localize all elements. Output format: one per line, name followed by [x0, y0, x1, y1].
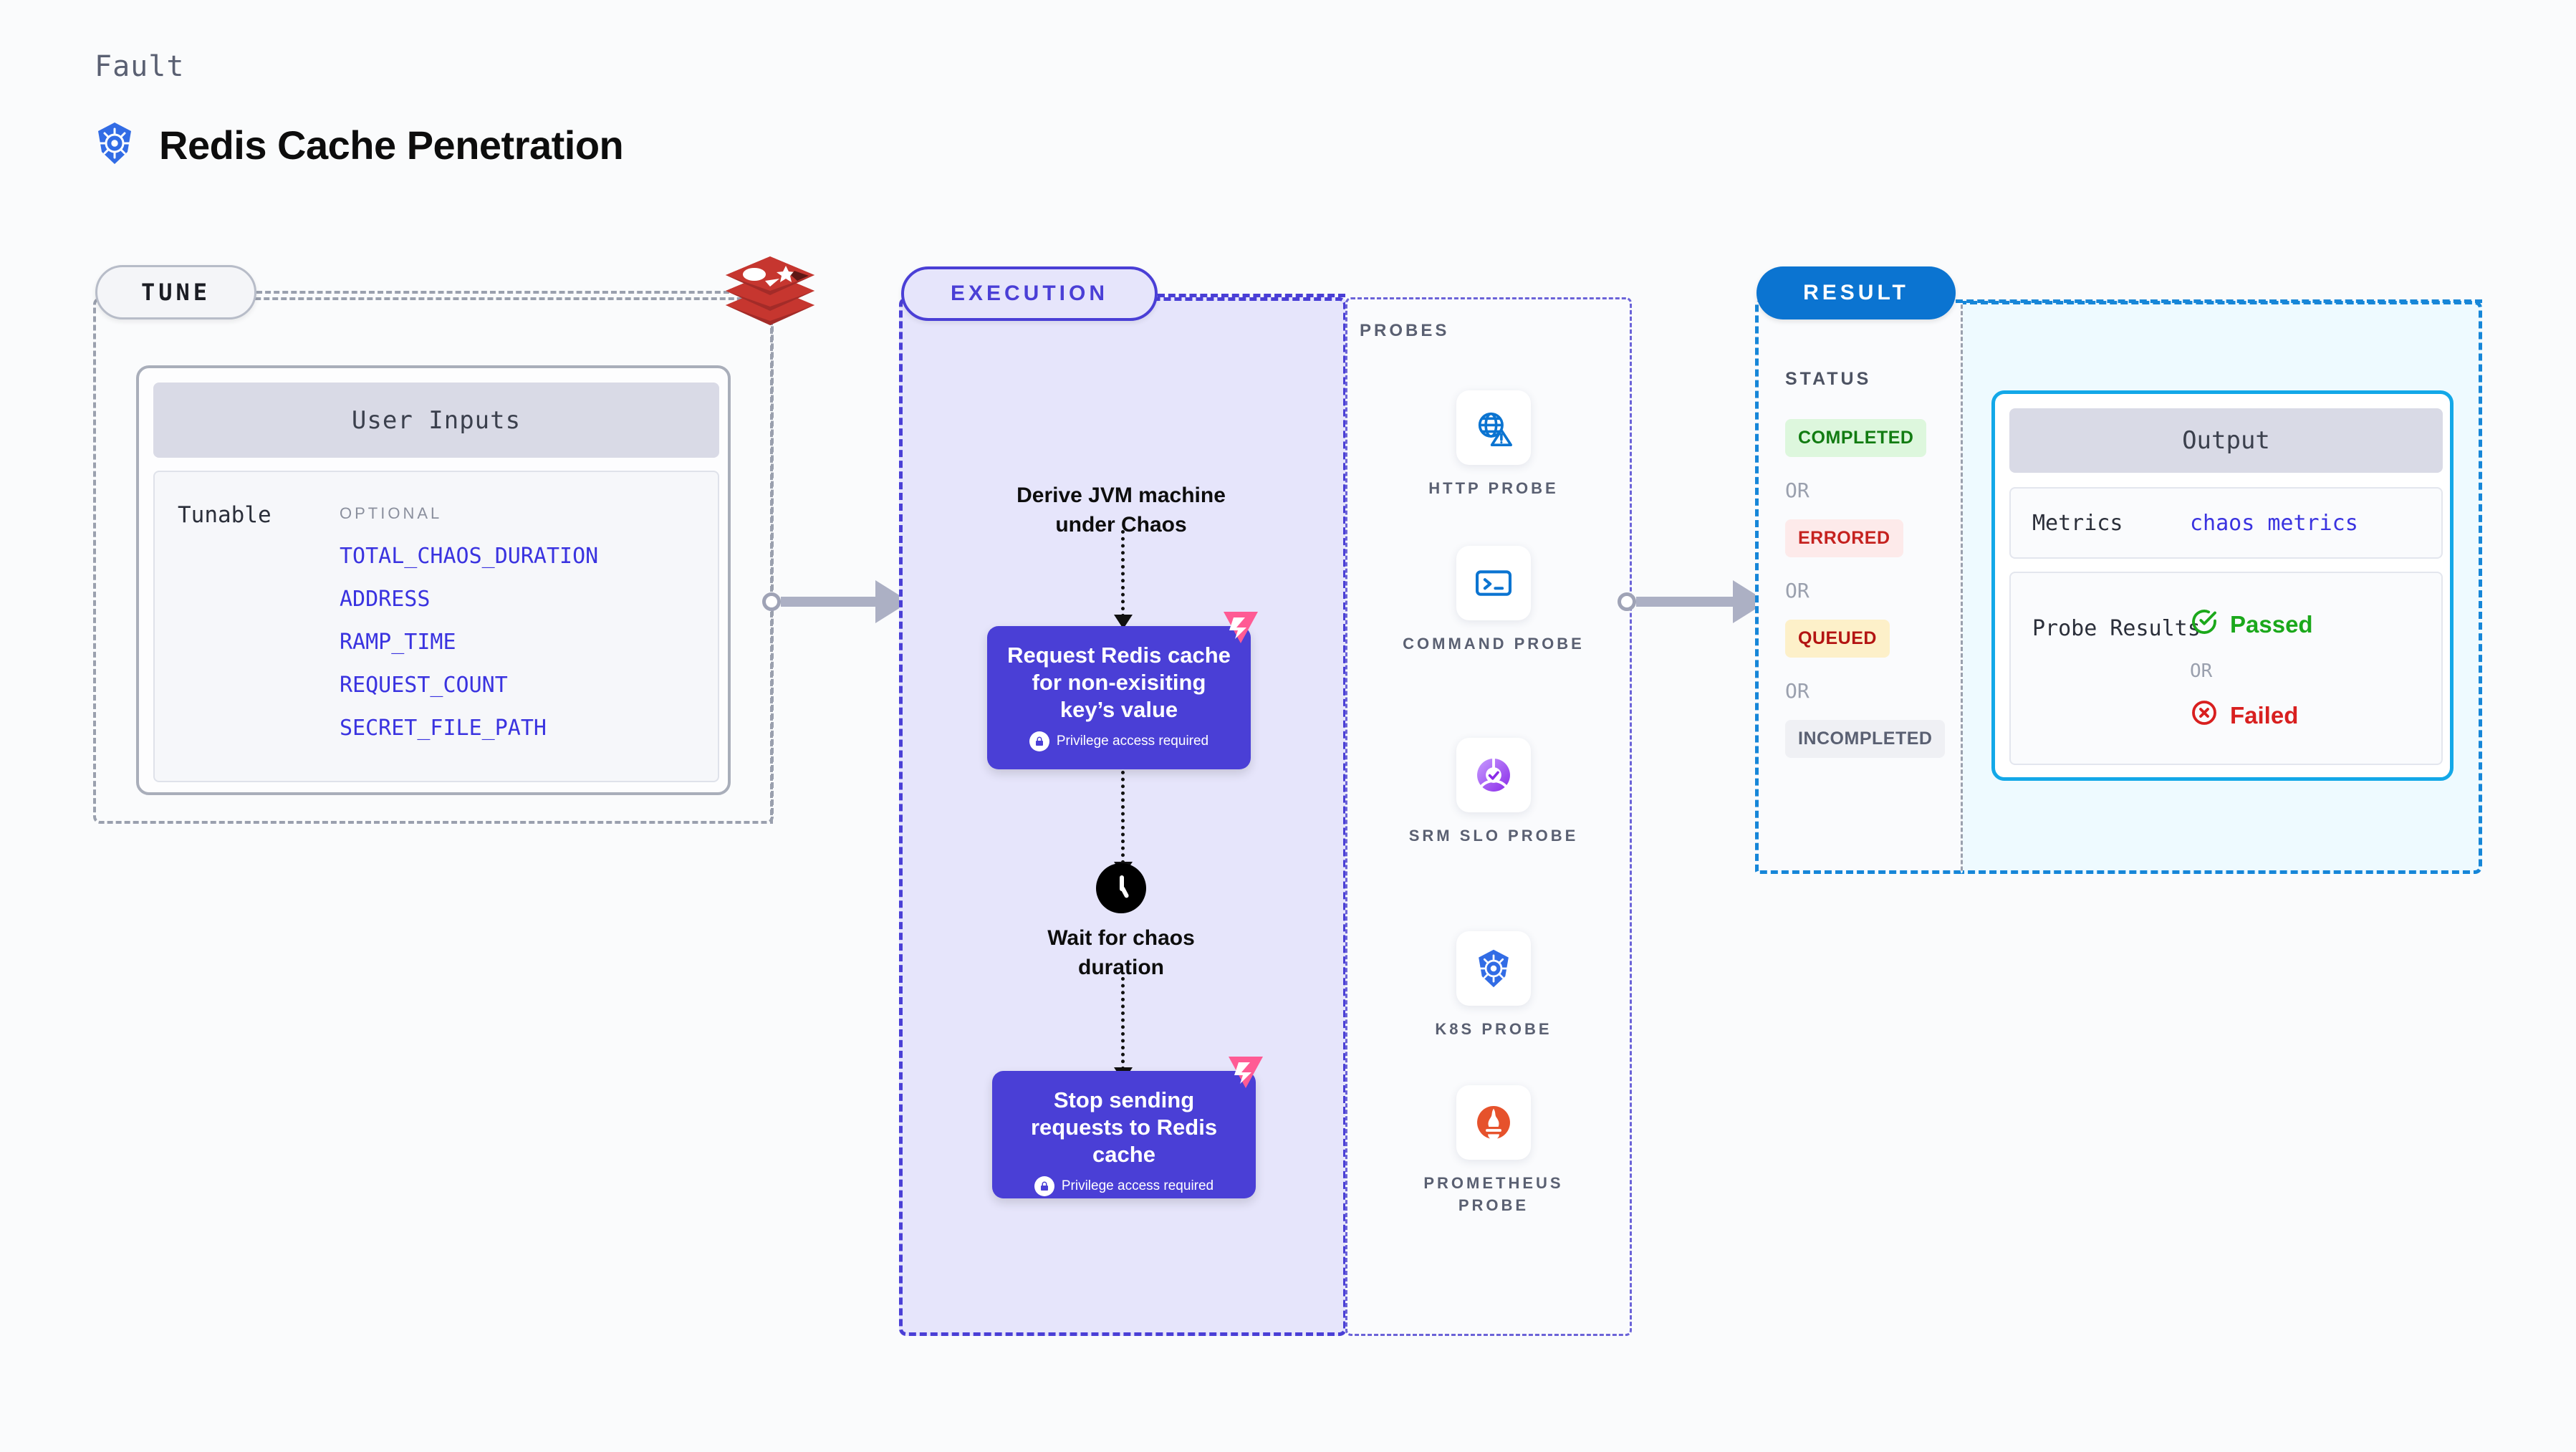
output-metrics-key: Metrics — [2032, 510, 2123, 536]
status-badge-incompleted: INCOMPLETED — [1785, 720, 1946, 758]
probe-result-or-label: OR — [2190, 660, 2213, 682]
result-status-section — [1755, 301, 1963, 874]
connector-bar — [1636, 597, 1733, 607]
probe-item-command[interactable]: COMMAND PROBE — [1400, 546, 1587, 655]
redis-connector-dash — [770, 294, 773, 824]
privilege-note-text: Privilege access required — [1056, 734, 1209, 749]
page-title-row: Redis Cache Penetration — [92, 120, 624, 170]
flow-arrowhead-1 — [1114, 615, 1133, 629]
probe-label: SRM SLO PROBE — [1408, 827, 1579, 845]
status-label: STATUS — [1785, 369, 1872, 389]
redis-logo — [720, 249, 820, 337]
tune-connector-dash — [256, 291, 738, 294]
status-badge-completed: COMPLETED — [1785, 419, 1927, 457]
output-metrics-row: Metrics chaos metrics — [2009, 487, 2443, 559]
tunable-label: Tunable — [178, 502, 271, 528]
lock-icon — [1029, 731, 1049, 752]
tunable-item[interactable]: REQUEST_COUNT — [340, 673, 508, 698]
lock-icon — [1034, 1176, 1054, 1197]
result-top-dash — [1956, 299, 2482, 303]
status-or-label: OR — [1785, 679, 1810, 703]
connector-bar — [781, 597, 875, 607]
privilege-note: Privilege access required — [992, 1176, 1256, 1197]
probe-label: PROMETHEUS PROBE — [1423, 1174, 1564, 1214]
srm-slo-icon — [1456, 738, 1531, 812]
privilege-note-text: Privilege access required — [1061, 1178, 1214, 1194]
connector-start-dot — [1618, 592, 1636, 611]
probe-result-passed: Passed — [2190, 607, 2313, 642]
check-circle-icon — [2190, 607, 2219, 642]
probe-item-http[interactable]: HTTP PROBE — [1400, 390, 1587, 500]
globe-warning-icon — [1456, 390, 1531, 465]
flow-dash-1 — [1121, 530, 1125, 617]
probe-item-k8s[interactable]: K8S PROBE — [1400, 931, 1587, 1041]
output-card: Output Metrics chaos metrics Probe Resul… — [1991, 390, 2454, 781]
tunable-item[interactable]: RAMP_TIME — [340, 630, 456, 655]
tunable-item[interactable]: TOTAL_CHAOS_DURATION — [340, 544, 599, 569]
kubernetes-icon — [1456, 931, 1531, 1006]
prometheus-icon — [1456, 1085, 1531, 1160]
output-metrics-value[interactable]: chaos metrics — [2190, 510, 2358, 536]
probes-label: PROBES — [1360, 321, 1450, 340]
execution-action-stop-requests[interactable]: Stop sending requests to Redis cache Pri… — [992, 1057, 1263, 1198]
execution-step-label-wait: Wait for chaos duration — [1047, 926, 1195, 979]
output-title: Output — [2009, 408, 2443, 473]
x-circle-icon — [2190, 698, 2219, 733]
execution-top-dash — [1158, 294, 1345, 297]
execution-action-title: Stop sending requests to Redis cache — [1030, 1087, 1218, 1167]
status-or-label: OR — [1785, 479, 1810, 502]
tunable-item[interactable]: ADDRESS — [340, 587, 431, 612]
execution-action-title: Request Redis cache for non-exisiting ke… — [1007, 643, 1231, 722]
terminal-icon — [1456, 546, 1531, 620]
page-title: Redis Cache Penetration — [159, 122, 624, 168]
flow-dash-3 — [1121, 977, 1125, 1070]
probe-result-passed-label: Passed — [2230, 611, 2313, 638]
execution-step-label-derive: Derive JVM machine under Chaos — [1017, 484, 1226, 537]
tunable-item[interactable]: SECRET_FILE_PATH — [340, 716, 547, 741]
optional-group-label: OPTIONAL — [340, 504, 443, 522]
output-probe-key: Probe Results — [2032, 616, 2201, 641]
execution-badge: EXECUTION — [901, 266, 1158, 321]
chaos-fault-badge-icon — [1221, 607, 1261, 648]
user-inputs-card: User Inputs Tunable OPTIONAL TOTAL_CHAOS… — [136, 365, 731, 795]
output-probe-results-row: Probe Results Passed OR Failed — [2009, 572, 2443, 765]
tune-badge: TUNE — [95, 265, 256, 319]
chaos-fault-badge-icon — [1226, 1052, 1266, 1092]
tunable-list: TOTAL_CHAOS_DURATION ADDRESS RAMP_TIME R… — [340, 544, 598, 741]
user-inputs-body: Tunable OPTIONAL TOTAL_CHAOS_DURATION AD… — [153, 471, 719, 782]
execution-action-request-redis[interactable]: Request Redis cache for non-exisiting ke… — [987, 612, 1258, 769]
connector-start-dot — [762, 592, 781, 611]
probe-label: COMMAND PROBE — [1403, 635, 1585, 653]
probe-result-failed: Failed — [2190, 698, 2298, 733]
status-or-label: OR — [1785, 579, 1810, 602]
flow-dash-2 — [1121, 771, 1125, 864]
status-badge-errored: ERRORED — [1785, 519, 1903, 557]
user-inputs-title: User Inputs — [153, 383, 719, 458]
clock-icon — [1096, 863, 1146, 913]
probe-label: K8S PROBE — [1435, 1020, 1552, 1038]
page-eyebrow: Fault — [95, 50, 185, 83]
probes-section — [1345, 297, 1632, 1336]
probe-result-failed-label: Failed — [2230, 702, 2299, 729]
kubernetes-icon — [92, 120, 138, 170]
probe-item-prometheus[interactable]: PROMETHEUS PROBE — [1400, 1085, 1587, 1217]
status-badge-queued: QUEUED — [1785, 620, 1890, 658]
connector-tune-to-execution — [762, 580, 921, 623]
probe-label: HTTP PROBE — [1428, 479, 1559, 497]
privilege-note: Privilege access required — [987, 731, 1251, 752]
result-badge: RESULT — [1756, 266, 1956, 319]
probe-item-srm-slo[interactable]: SRM SLO PROBE — [1400, 738, 1587, 847]
